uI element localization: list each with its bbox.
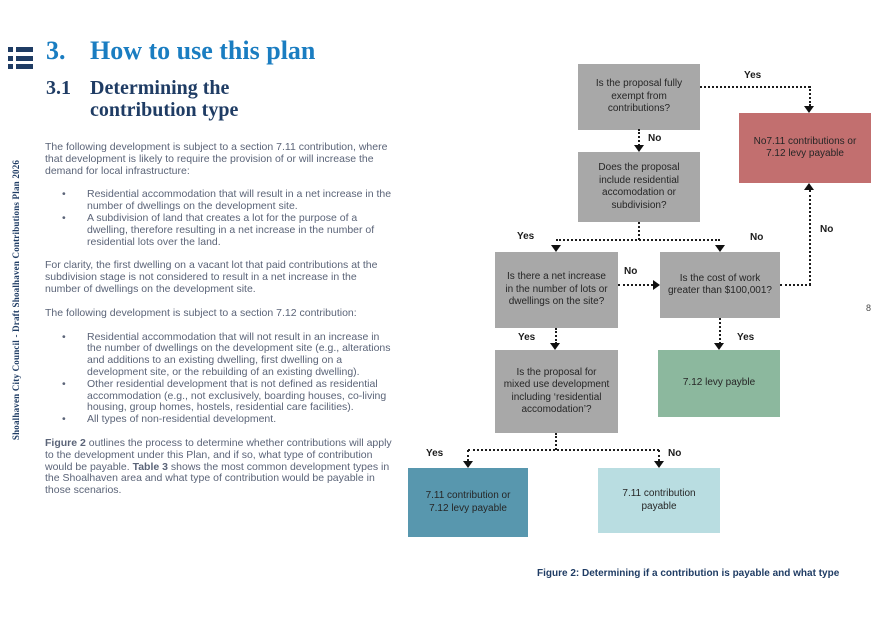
- bullet-item: Residential accommodation that will resu…: [45, 189, 392, 213]
- paragraph-text: outlines the process to determine whethe…: [45, 436, 392, 473]
- figure-2-ref: Figure 2: [45, 436, 86, 449]
- flow-node-contribution-or-levy: 7.11 contribution or 7.12 levy payable: [408, 468, 528, 537]
- arrowhead-icon: [714, 343, 724, 350]
- connector-cost-no: [780, 284, 811, 286]
- subsection-heading: 3.1 Determining the contribution type: [46, 77, 280, 121]
- bullet-list-711: Residential accommodation that will resu…: [45, 189, 392, 248]
- flow-node-levy-payable: 7.12 levy payble: [658, 350, 780, 417]
- label-mixed-yes: Yes: [426, 448, 444, 459]
- section-heading: 3. How to use this plan: [46, 36, 315, 66]
- label-netincrease-yes: Yes: [518, 332, 536, 343]
- arrowhead-icon: [634, 145, 644, 152]
- page-title: How to use this plan: [90, 36, 316, 65]
- connector-residential-split: [638, 222, 640, 240]
- sidebar-vertical-title: Shoalhaven City Council - Draft Shoalhav…: [11, 159, 21, 441]
- connector-mixed-split: [468, 449, 659, 451]
- arrowhead-icon: [654, 461, 664, 468]
- list-icon[interactable]: [8, 47, 34, 69]
- flow-node-net-increase: Is there a net increase in the number of…: [495, 252, 618, 328]
- arrowhead-icon: [463, 461, 473, 468]
- label-cost-yes: Yes: [737, 332, 755, 343]
- page-number: 8: [866, 303, 872, 313]
- label-cost-no: No: [820, 224, 834, 235]
- connector-mixed-split: [555, 433, 557, 450]
- subsection-number: 3.1: [46, 77, 71, 99]
- figure-caption: Figure 2: Determining if a contribution …: [537, 568, 840, 579]
- connector-exempt-yes: [809, 86, 811, 106]
- connector-cost-no: [809, 190, 811, 285]
- paragraph-text: shows the most common development types …: [45, 460, 390, 497]
- connector-netincrease-yes: [555, 328, 557, 344]
- connector-cost-yes: [719, 318, 721, 344]
- body-text: The following development is subject to …: [45, 141, 392, 509]
- paragraph-figure-ref: Figure 2 outlines the process to determi…: [45, 436, 392, 497]
- flow-node-no-contributions: No7.11 contributions or 7.12 levy payabl…: [739, 113, 871, 183]
- flow-node-mixed-use: Is the proposal for mixed use developmen…: [495, 350, 618, 433]
- connector-residential-split: [556, 239, 720, 241]
- bullet-item: All types of non-residential development…: [45, 413, 392, 426]
- arrowhead-icon: [653, 280, 660, 290]
- label-exempt-no: No: [648, 133, 662, 144]
- connector-mixed-no: [658, 450, 660, 461]
- paragraph-712-intro: The following development is subject to …: [45, 306, 357, 319]
- bullet-item: A subdivision of land that creates a lot…: [45, 212, 392, 248]
- connector-netincrease-no: [618, 284, 653, 286]
- arrowhead-icon: [804, 183, 814, 190]
- connector-exempt-no: [638, 129, 640, 146]
- bullet-item: Residential accommodation that will not …: [45, 331, 392, 379]
- arrowhead-icon: [550, 343, 560, 350]
- label-residential-no: No: [750, 232, 764, 243]
- bullet-list-712: Residential accommodation that will not …: [45, 331, 392, 426]
- paragraph-711-intro: The following development is subject to …: [45, 141, 388, 177]
- paragraph-clarity: For clarity, the first dwelling on a vac…: [45, 259, 378, 295]
- label-exempt-yes: Yes: [744, 70, 762, 81]
- flow-node-cost-of-work: Is the cost of work greater than $100,00…: [660, 252, 780, 318]
- label-netincrease-no: No: [624, 266, 638, 277]
- label-mixed-no: No: [668, 448, 682, 459]
- connector-mixed-yes: [467, 450, 469, 461]
- bullet-item: Other residential development that is no…: [45, 378, 392, 414]
- flow-node-residential: Does the proposal include residential ac…: [578, 152, 700, 222]
- arrowhead-icon: [715, 245, 725, 252]
- section-number: 3.: [46, 36, 66, 65]
- connector-exempt-yes: [700, 86, 810, 88]
- table-3-ref: Table 3: [132, 460, 168, 473]
- flow-node-contribution-payable: 7.11 contribution payable: [598, 468, 720, 533]
- arrowhead-icon: [551, 245, 561, 252]
- arrowhead-icon: [804, 106, 814, 113]
- flow-node-exempt: Is the proposal fully exempt from contri…: [578, 64, 700, 130]
- subsection-title: Determining the contribution type: [90, 77, 239, 121]
- label-residential-yes: Yes: [517, 231, 535, 242]
